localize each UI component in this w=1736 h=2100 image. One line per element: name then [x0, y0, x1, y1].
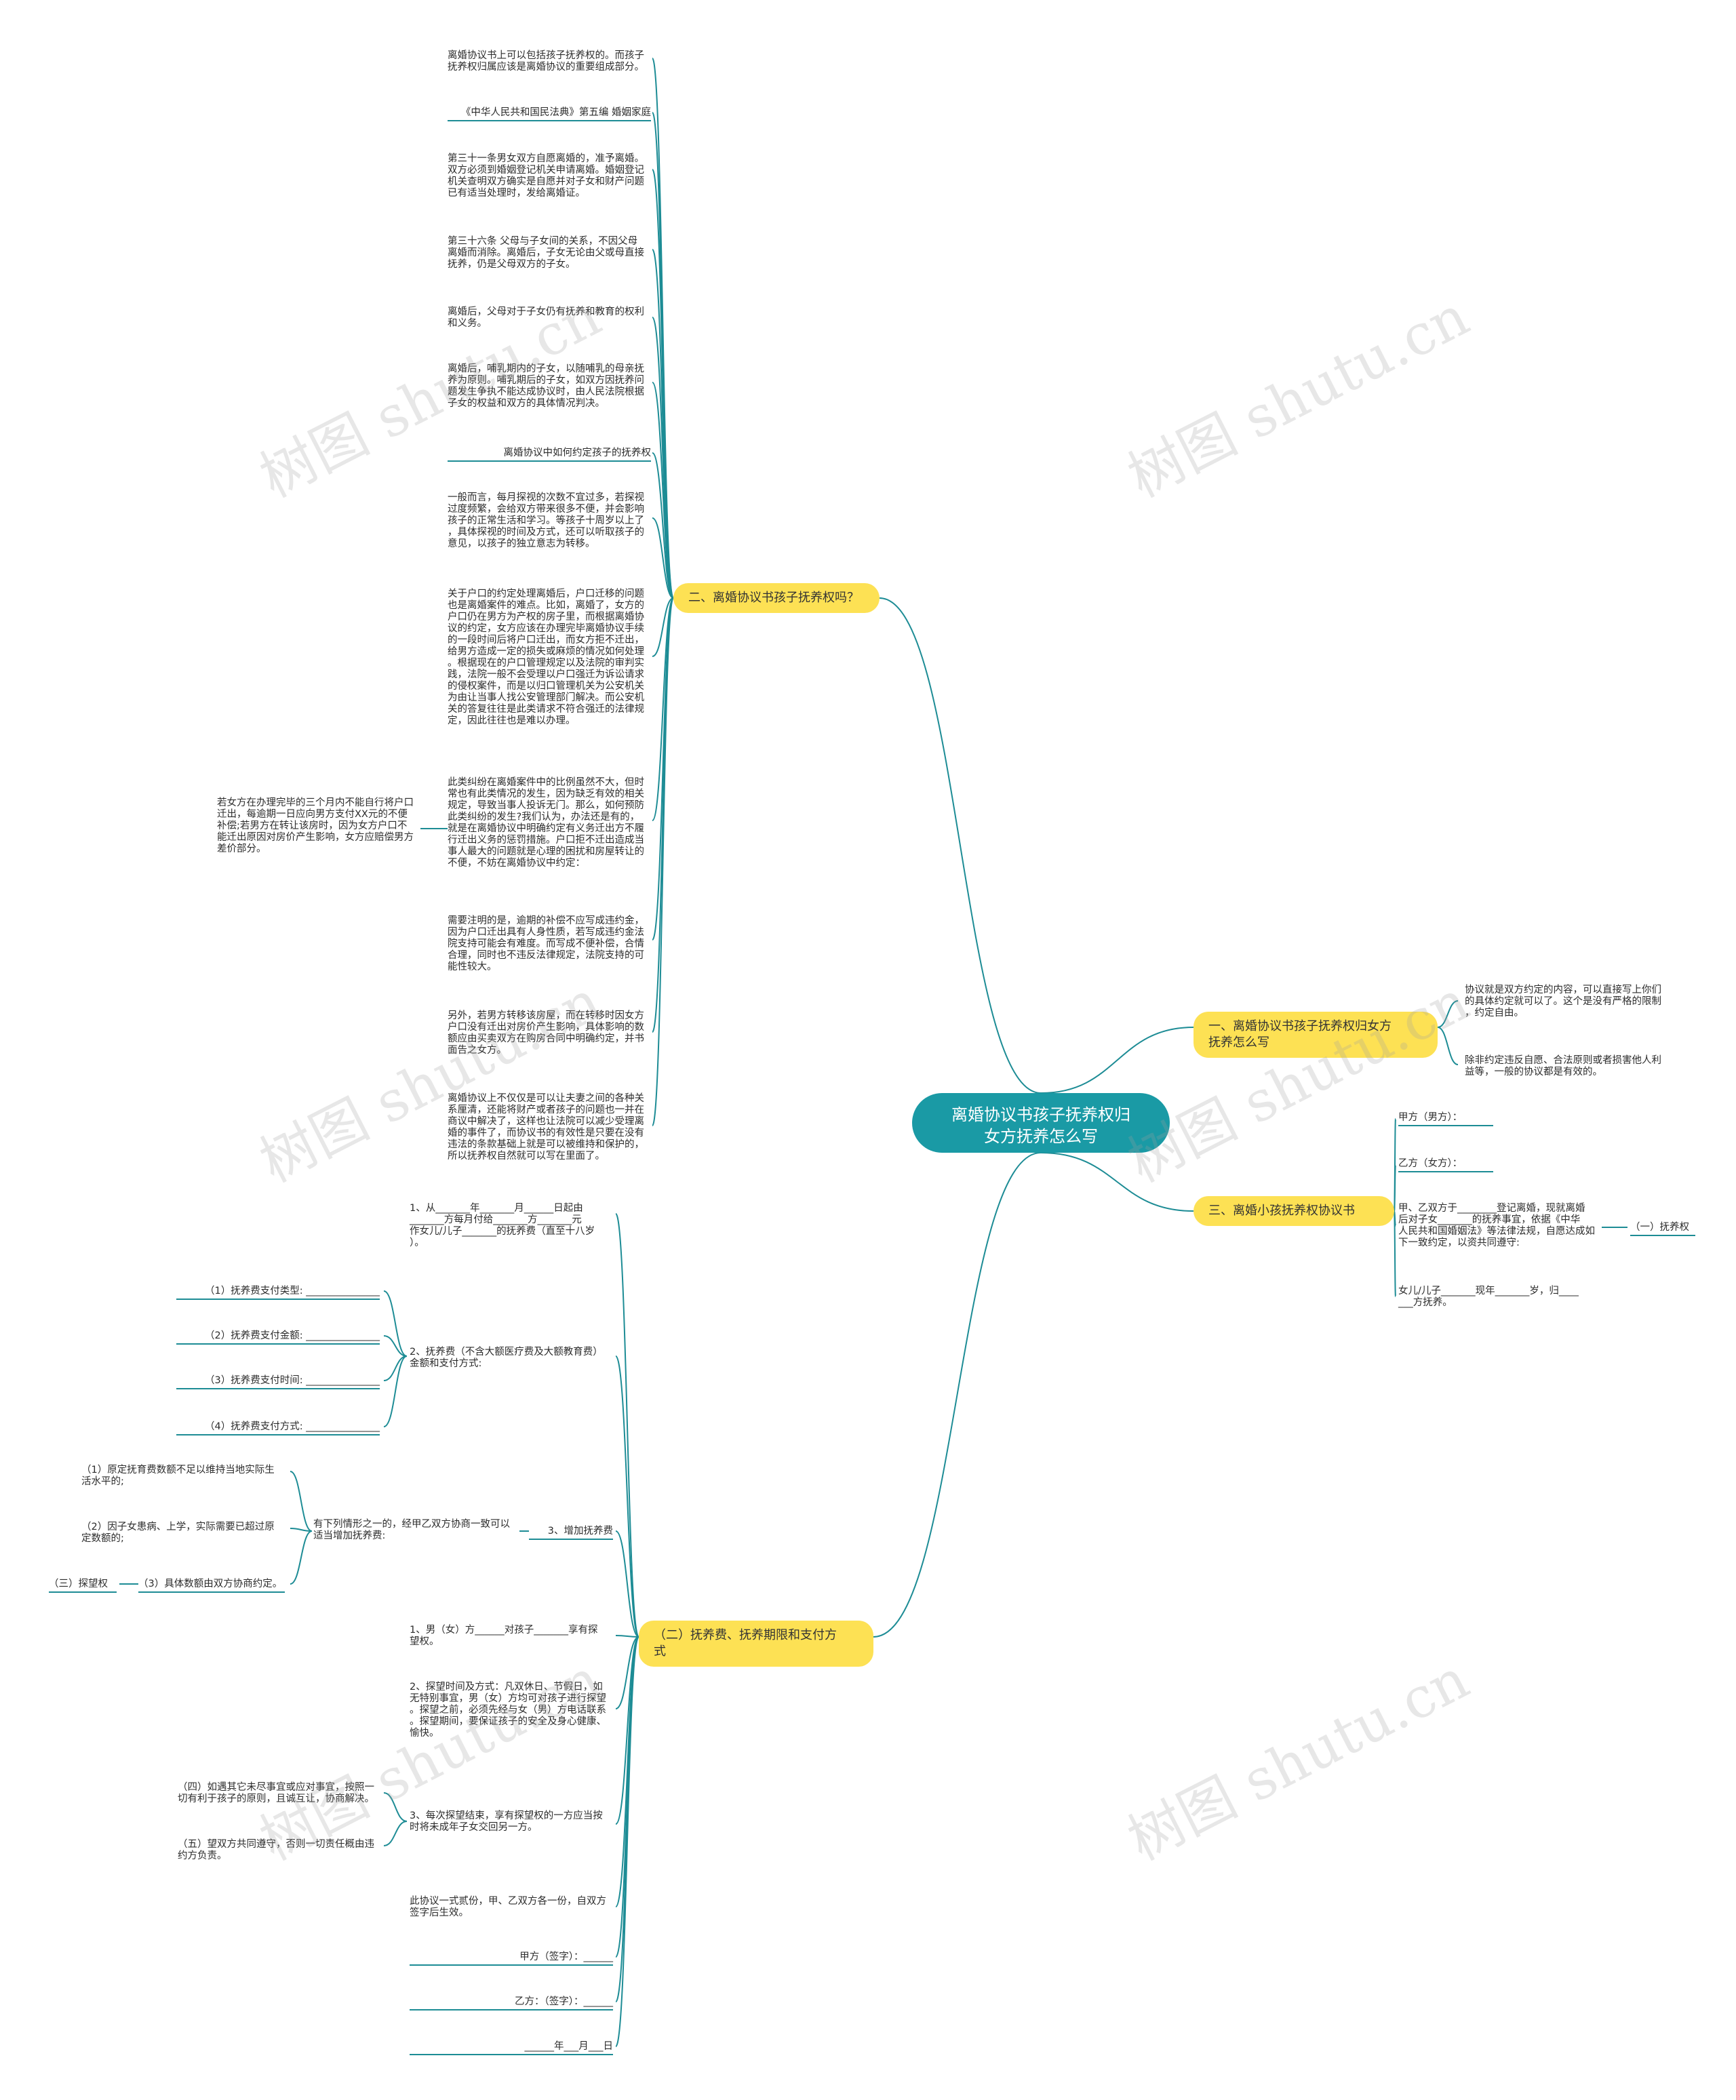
link-b6-child-0	[383, 1792, 408, 1822]
leaf-a7: 离婚协议中如何约定孩子的抚养权	[448, 448, 651, 462]
root-topic[interactable]: 离婚协议书孩子抚养权归 女方抚养怎么写	[912, 1093, 1170, 1153]
link-b3p-child-1	[290, 1528, 313, 1532]
link-b2-child-3	[383, 1355, 408, 1427]
link-tb-leaf-5	[615, 1636, 639, 1825]
leaf-a8: 一般而言，每月探视的次数不宜过多，若探视 过度频繁，会给双方带来很多不便，并会影…	[448, 492, 644, 549]
link-b2-child-2	[383, 1355, 408, 1381]
link-t3-s-1	[1394, 1164, 1396, 1212]
leaf-a3: 第三十一条男女双方自愿离婚的，准予离婚。 双方必须到婚姻登记机关申请离婚。婚姻登…	[448, 153, 644, 199]
link-t3-s-3	[1394, 1210, 1396, 1297]
leaf-r2: 除非约定违反自愿、合法原则或者损害他人利 益等，一般的协议都是有效的。	[1465, 1055, 1661, 1077]
leaf-b3cc: （三）探望权	[49, 1579, 117, 1593]
leaf-b2b: （2）抚养费支付金额: _______________	[176, 1330, 380, 1345]
leaf-b4: 1、男（女）方______对孩子_______享有探 望权。	[410, 1625, 598, 1647]
leaf-a10: 此类纠纷在离婚案件中的比例虽然不大，但时 常也有此类情况的发生，因为缺乏有效的相…	[448, 777, 644, 869]
leaf-b3a: （1）原定抚育费数额不足以维持当地实际生 活水平的;	[81, 1465, 275, 1487]
leaf-b2: 2、抚养费（不含大额医疗费及大额教育费） 金额和支付方式:	[410, 1347, 603, 1369]
link-root-t2	[879, 597, 1042, 1094]
leaf-s1: 甲方（男方）：	[1398, 1112, 1493, 1126]
link-t1-r1	[1437, 1000, 1459, 1028]
link-b2-child-0	[383, 1290, 408, 1357]
leaf-a10c: 若女方在办理完毕的三个月内不能自行将户口 迁出，每逾期一日应向男方支付XX元的不…	[217, 797, 414, 854]
leaf-b3: 3、增加抚养费	[529, 1526, 613, 1540]
link-tb-leaf-7	[615, 1636, 639, 1958]
link-root-t3	[1040, 1152, 1194, 1212]
leaf-s4: 女儿/儿子_______现年_______岁，归____ ___方抚养。	[1398, 1286, 1579, 1308]
leaf-r1: 协议就是双方约定的内容，可以直接写上你们 的具体约定就可以了。这个是没有严格的限…	[1465, 985, 1661, 1018]
link-tb-leaf-9	[615, 1636, 639, 2047]
leaf-a2: 《中华人民共和国民法典》第五编 婚姻家庭	[448, 107, 651, 121]
leaf-b2d: （4）抚养费支付方式: _______________	[176, 1421, 380, 1435]
link-tb-leaf-6	[615, 1636, 639, 1907]
leaf-b2a: （1）抚养费支付类型: _______________	[176, 1286, 380, 1300]
leaf-a1: 离婚协议书上可以包括孩子抚养权的。而孩子 抚养权归属应该是离婚协议的重要组成部分…	[448, 50, 644, 73]
leaf-b10: ______年___月___日	[410, 2041, 613, 2055]
link-tb-leaf-1	[615, 1355, 639, 1638]
link-b6-child-1	[383, 1821, 408, 1846]
leaf-b5: 2、探望时间及方式：凡双休日、节假日，如 无特别事宜，男（女）方均可对孩子进行探…	[410, 1682, 606, 1739]
leaf-s3c: （一）抚养权	[1630, 1222, 1695, 1236]
leaf-b1: 1、从_______年_______月______日起由 _______方每月付…	[410, 1203, 595, 1248]
link-t2-leaf-5	[652, 382, 674, 599]
leaf-a13: 离婚协议上不仅仅是可以让夫妻之间的各种关 系厘清，还能将财产或者孩子的问题也一并…	[448, 1093, 644, 1162]
link-tb-leaf-0	[615, 1213, 639, 1638]
leaf-b2c: （3）抚养费支付时间: _______________	[176, 1375, 380, 1389]
link-tb-leaf-4	[615, 1636, 639, 1709]
leaf-a11: 需要注明的是，逾期的补偿不应写成违约金， 因为户口迁出具有人身性质，若写成违约金…	[448, 915, 644, 972]
link-t2-leaf-8	[652, 597, 674, 657]
leaf-a5: 离婚后，父母对于子女仍有抚养和教育的权利 和义务。	[448, 306, 644, 329]
leaf-b3b: （2）因子女患病、上学，实际需要已超过原 定数额的;	[81, 1522, 275, 1544]
topic-t2[interactable]: 二、离婚协议书孩子抚养权吗？	[673, 583, 880, 613]
leaf-b7: 此协议一式贰份，甲、乙双方各一份，自双方 签字后生效。	[410, 1896, 606, 1918]
link-t2-leaf-7	[652, 517, 674, 599]
topic-tb[interactable]: （二）抚养费、抚养期限和支付方 式	[639, 1621, 873, 1667]
link-tb-leaf-3	[615, 1635, 639, 1638]
link-t2-leaf-12	[652, 597, 674, 1126]
leaf-a12: 另外，若男方转移该房屋，而在转移时因女方 户口没有迁出对房价产生影响，具体影响的…	[448, 1010, 644, 1056]
leaf-b6a: （四）如遇其它未尽事宜或应对事宜，按照一 切有利于孩子的原则，且诚互让，协商解决…	[178, 1782, 374, 1804]
leaf-b8: 甲方（签字）：______	[410, 1952, 613, 1966]
link-b2-child-1	[383, 1335, 408, 1357]
leaf-a9: 关于户口的约定处理离婚后，户口迁移的问题 也是离婚案件的难点。比如，离婚了，女方…	[448, 589, 644, 726]
link-t1-r2	[1437, 1027, 1459, 1065]
topic-t3[interactable]: 三、离婚小孩抚养权协议书	[1194, 1196, 1394, 1226]
leaf-a4: 第三十六条 父母与子女间的关系，不因父母 离婚而消除。离婚后，子女无论由父或母直…	[448, 236, 644, 270]
link-root-tb	[873, 1152, 1042, 1638]
leaf-s3: 甲、乙双方于________登记离婚，现就离婚 后对子女_______的抚养事宜…	[1398, 1203, 1595, 1248]
link-root-t1	[1040, 1027, 1194, 1094]
leaf-b9: 乙方：（签字）：______	[410, 1996, 613, 2010]
link-t2-leaf-9	[652, 597, 674, 821]
leaf-b6b: （五）望双方共同遵守，否则一切责任概由违 约方负责。	[178, 1839, 374, 1861]
leaf-b6: 3、每次探望结束，享有探望权的一方应当按 时将未成年子女交回另一方。	[410, 1810, 603, 1833]
topic-t1[interactable]: 一、离婚协议书孩子抚养权归女方 抚养怎么写	[1194, 1012, 1438, 1058]
link-b3p-child-0	[290, 1471, 313, 1532]
leaf-s2: 乙方（女方）：	[1398, 1158, 1493, 1172]
link-b3p-child-2	[290, 1530, 313, 1585]
link-t2-leaf-6	[652, 452, 674, 599]
leaf-a6: 离婚后，哺乳期内的子女，以随哺乳的母亲抚 养为原则。哺乳期后的子女，如双方因抚养…	[448, 363, 644, 409]
leaf-b3c: （3）具体数额由双方协商约定。	[138, 1579, 285, 1593]
leaf-b3p: 有下列情形之一的，经甲乙双方协商一致可以 适当增加抚养费:	[313, 1519, 510, 1541]
link-tb-leaf-2	[615, 1530, 639, 1638]
